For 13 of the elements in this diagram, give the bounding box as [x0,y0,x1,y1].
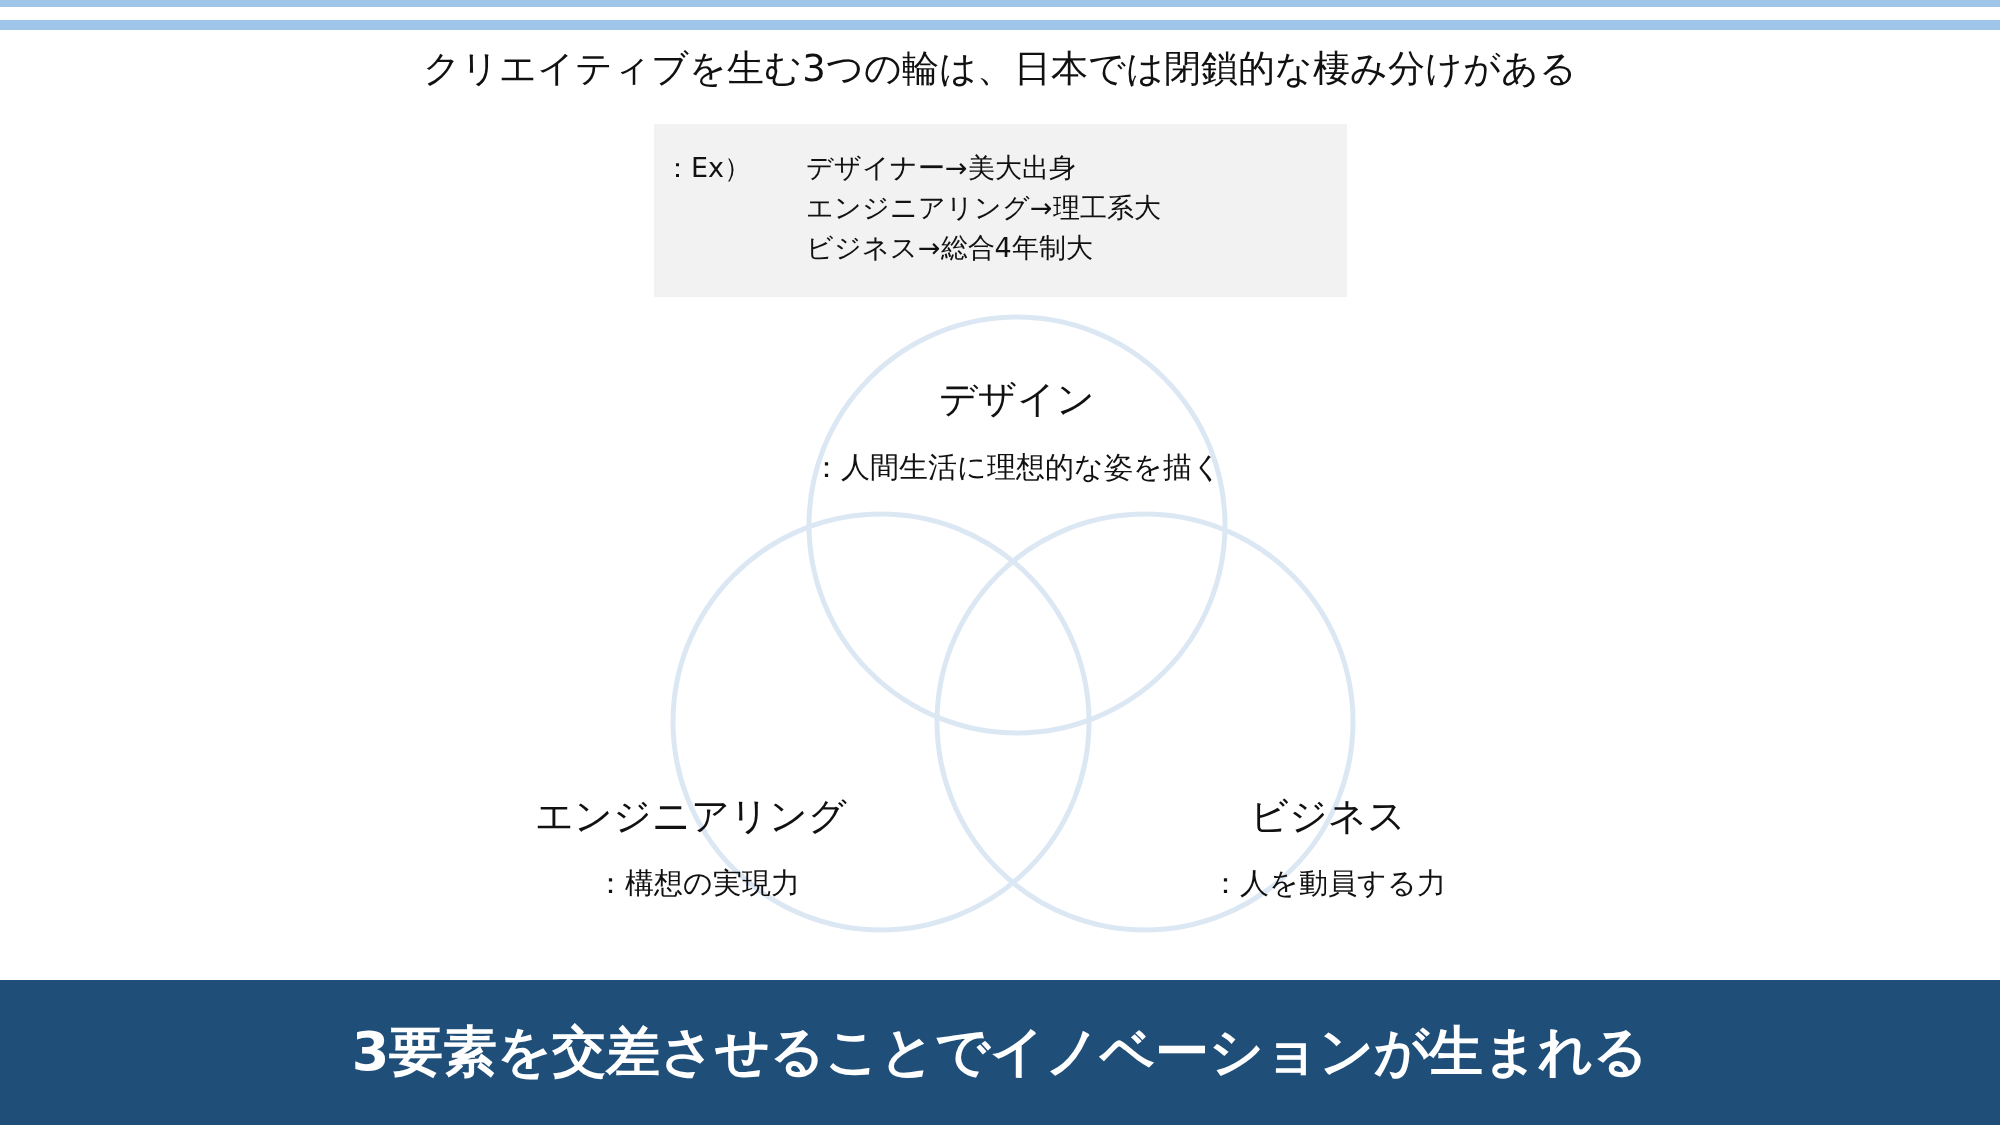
slide-title: クリエイティブを生む3つの輪は、日本では閉鎖的な棲み分けがある [423,46,1577,92]
example-text: エンジニアリング→理工系大 [806,191,1161,225]
circle-description: ：構想の実現力 [596,865,800,902]
example-label: ：Ex） [664,151,752,185]
circle-heading: デザイン [939,376,1095,423]
circle-heading: エンジニアリング [535,793,847,840]
circle-heading: ビジネス [1250,793,1406,840]
circle-description: ：人を動員する力 [1210,865,1446,902]
circle-description: ：人間生活に理想的な姿を描く [812,449,1222,486]
conclusion-banner [0,980,2000,1125]
conclusion-text: 3要素を交差させることでイノベーションが生まれる [351,1019,1649,1085]
example-text: ビジネス→総合4年制大 [806,231,1093,265]
example-text: デザイナー→美大出身 [806,151,1076,185]
